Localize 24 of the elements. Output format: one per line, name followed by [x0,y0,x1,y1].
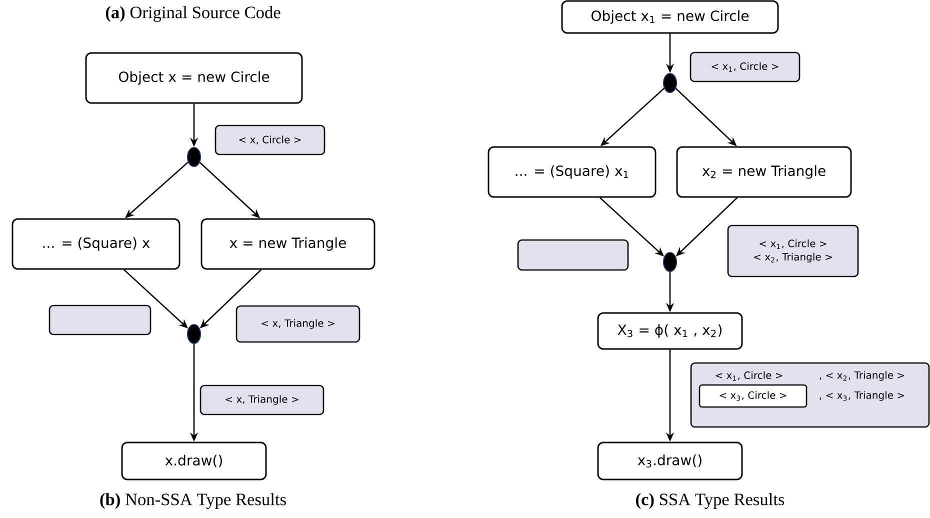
caption: (c) SSA Type Results [636,493,784,509]
type-box [517,239,629,271]
type-box [48,304,152,336]
code-box: x$_{2}$ = new Triangle [676,146,852,198]
type-label: < x$_{1}$, Circle > [716,371,782,381]
type-box: < x, Triangle > [236,305,360,343]
code-box: x.draw() [121,442,267,480]
type-box: < x, Triangle > [200,384,324,416]
code-box: ... = (Square) x [12,218,180,270]
type-box: < x$_{1}$, Circle > < x$_{2}$, Triangle > [727,224,859,278]
code-box: Object x = new Circle [85,52,303,104]
code-box: Object x$_{1}$ = new Circle [561,0,779,34]
code-box: x = new Triangle [200,218,376,270]
type-label: , < x$_{2}$, Triangle > [820,371,904,381]
code-box: ... = (Square) x$_{1}$ [488,146,656,198]
type-box: < x$_{1}$, Circle > [690,52,800,82]
type-box: < x, Circle > [214,124,326,156]
code-box: X$_{3}$ = ϕ( x$_{1}$ , x$_{2}$) [597,312,743,350]
type-box: < x$_{3}$, Circle > [698,384,808,408]
junction-dot [662,252,678,272]
caption: (a) Original Source Code [106,6,280,22]
code-box: x$_{3}$.draw() [597,442,743,480]
type-label: , < x$_{3}$, Triangle > [820,391,904,401]
junction-dot [186,324,202,344]
